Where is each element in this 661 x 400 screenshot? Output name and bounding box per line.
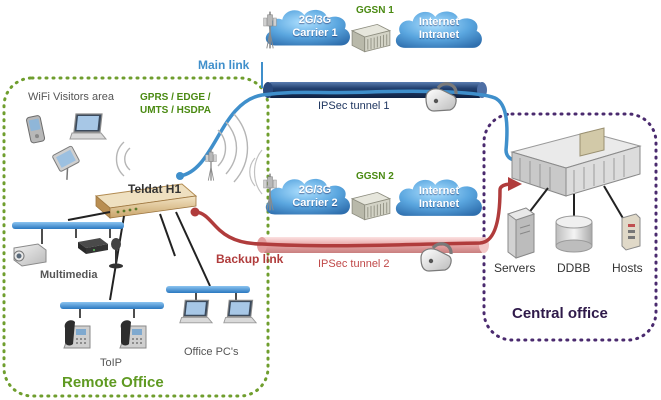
ipsec-tunnel-2-label: IPSec tunnel 2 (318, 258, 390, 270)
ip-phone-1-icon (63, 319, 91, 349)
lan-bar-multimedia (12, 222, 124, 229)
tablet-icon (52, 145, 80, 180)
servers-label: Servers (494, 261, 536, 275)
carrier-1-line1: 2G/3G (298, 14, 332, 26)
ggsn-2-label: GGSN 2 (356, 171, 394, 182)
backup-link-arrowhead (508, 177, 522, 191)
video-device-icon (78, 238, 108, 254)
internet-2-label: Internet Intranet (401, 185, 477, 210)
carrier-2-line1: 2G/3G (298, 184, 332, 196)
microphone-icon (109, 238, 123, 269)
main-link-port (176, 172, 184, 180)
central-office-title: Central office (512, 305, 608, 322)
backup-link-label: Backup link (216, 252, 284, 266)
servers-icon (506, 207, 536, 259)
ggsn-1-rack-icon (351, 23, 391, 53)
internet-2-line2: Intranet (418, 197, 460, 210)
ddbb-label: DDBB (557, 261, 591, 275)
carrier-2-label: 2G/3G Carrier 2 (280, 184, 350, 209)
database-icon (555, 215, 593, 253)
radio-waves-icon (115, 113, 249, 183)
carrier-2-line2: Carrier 2 (292, 196, 338, 209)
main-link-line (178, 89, 518, 178)
teldat-h1-router-icon (94, 183, 198, 219)
internet-1-line1: Internet (418, 16, 460, 28)
radio-tech-line2: UMTS / HSDPA (140, 105, 211, 116)
internet-1-line2: Intranet (418, 28, 460, 41)
visitor-laptop-icon (69, 113, 107, 140)
carrier-2-waves (249, 149, 263, 195)
projector-icon (13, 243, 47, 267)
remote-office-title: Remote Office (62, 374, 164, 391)
lan-bar-office (166, 286, 250, 293)
ipsec-tunnel-1-label: IPSec tunnel 1 (318, 100, 390, 112)
toip-label: ToIP (100, 357, 123, 369)
carrier-1-label: 2G/3G Carrier 1 (280, 14, 350, 39)
office-pcs-label: Office PC's (184, 346, 239, 358)
backup-link-port (190, 207, 200, 217)
central-office-border (482, 112, 658, 342)
multimedia-label: Multimedia (40, 269, 98, 281)
internet-1-label: Internet Intranet (401, 16, 477, 41)
router-label: Teldat H1 (128, 182, 182, 196)
pda-icon (26, 115, 46, 144)
office-laptop-1-icon (179, 299, 213, 324)
carrier-1-line2: Carrier 1 (292, 26, 338, 39)
ggsn-1-label: GGSN 1 (356, 5, 394, 16)
hosts-label: Hosts (612, 261, 643, 275)
lan-bar-toip (60, 302, 164, 309)
internet-2-line1: Internet (418, 185, 460, 197)
hosts-icon (621, 213, 641, 251)
wifi-visitors-label: WiFi Visitors area (28, 91, 114, 103)
ggsn-2-rack-icon (351, 191, 391, 221)
headquarters-building-icon (510, 127, 642, 197)
remote-office-border (2, 76, 270, 398)
office-laptop-2-icon (223, 299, 257, 324)
ip-phone-2-icon (119, 319, 147, 349)
main-link-label: Main link (198, 58, 250, 72)
radio-tech-line1: GPRS / EDGE / (140, 92, 211, 103)
